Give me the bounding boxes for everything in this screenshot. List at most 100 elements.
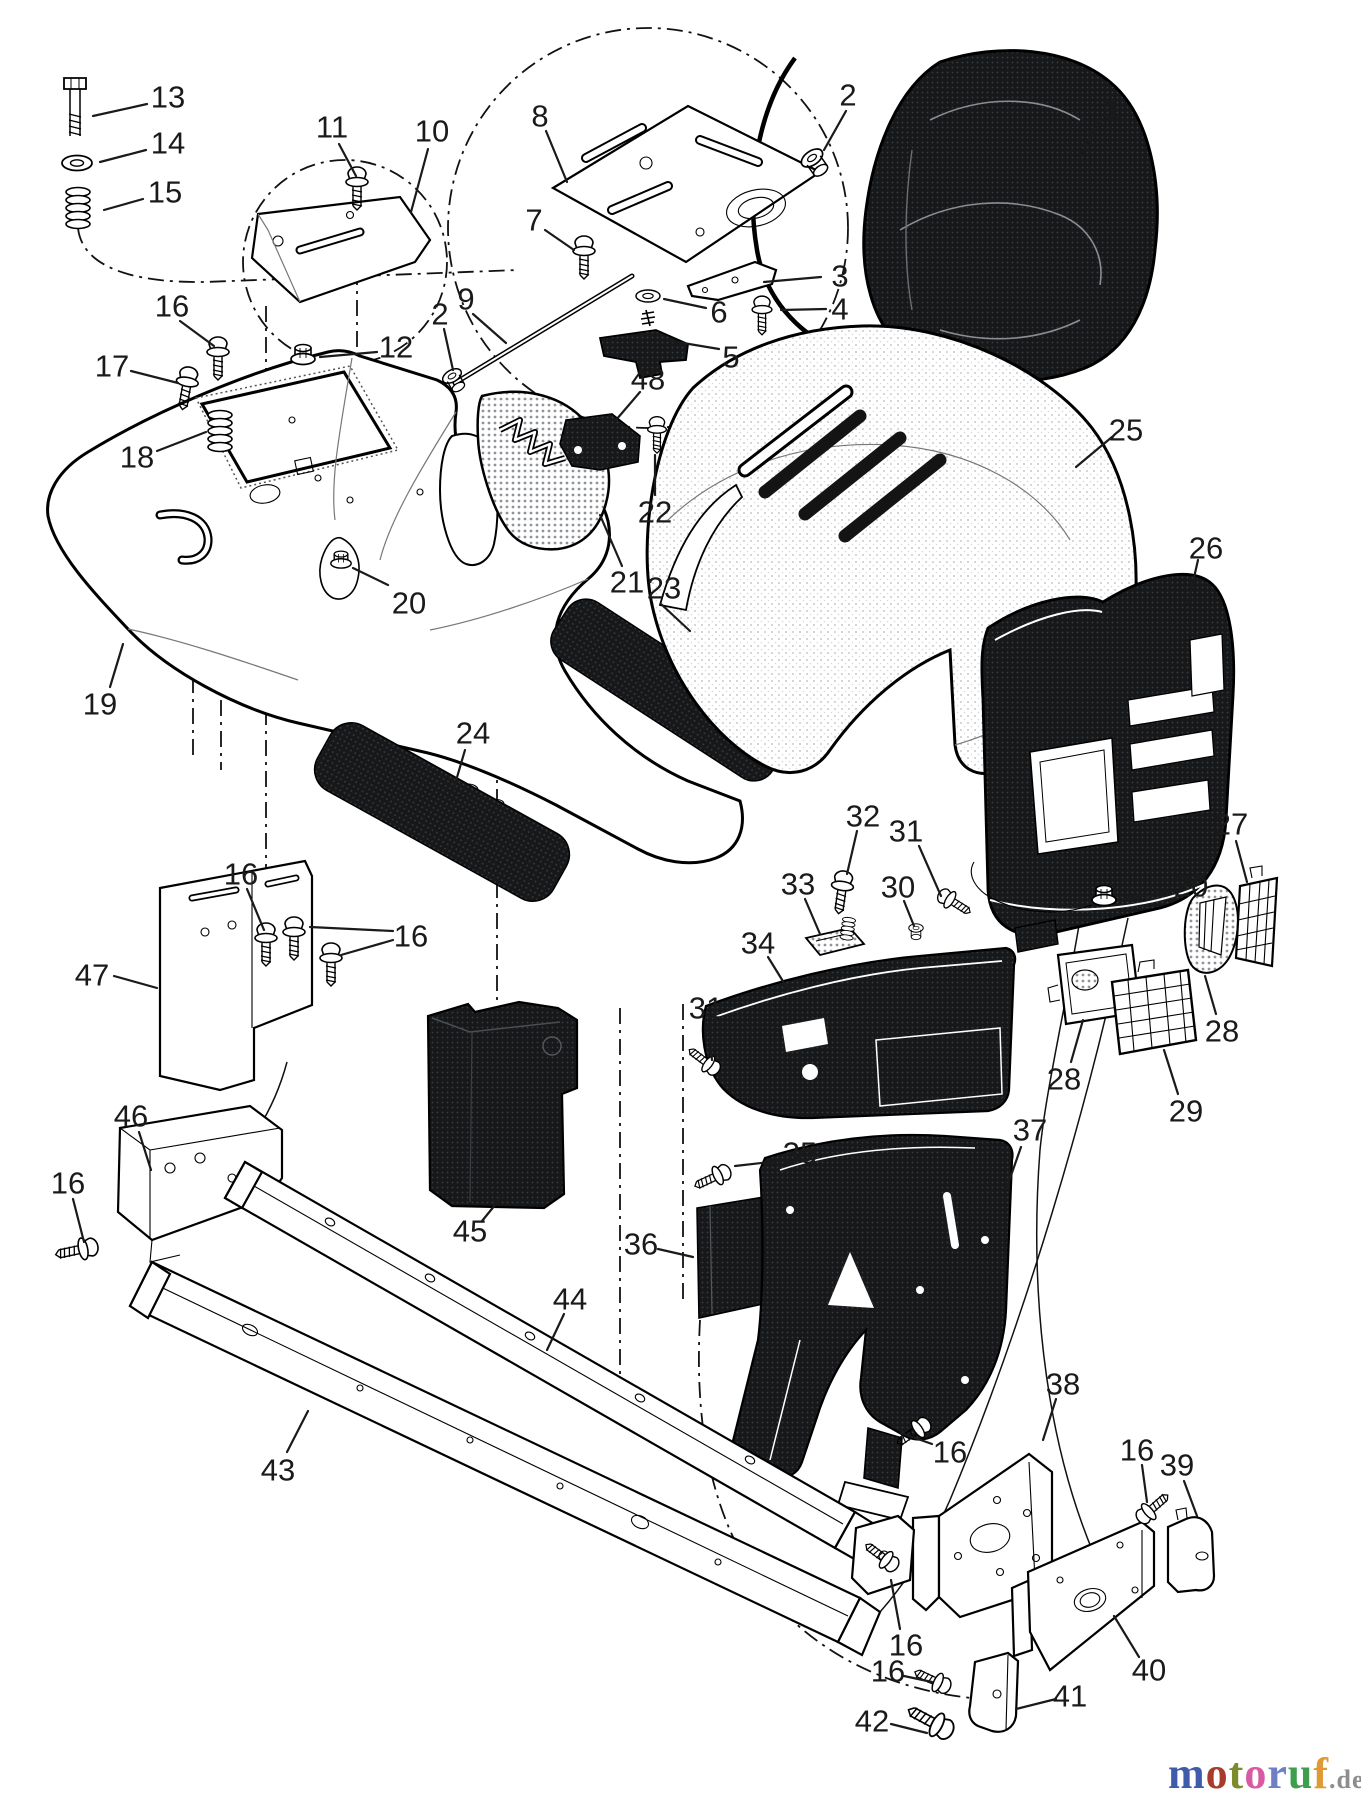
leader-line <box>178 319 216 348</box>
screw-7 <box>572 235 596 280</box>
leader-line <box>409 147 430 214</box>
leader-line <box>1234 839 1249 884</box>
leader-line <box>318 350 379 359</box>
leader-line <box>845 829 859 876</box>
leader-line <box>1069 1018 1085 1064</box>
watermark-suffix: .de <box>1328 1765 1361 1794</box>
part-label-33: 33 <box>781 867 815 902</box>
retainer-part-48 <box>559 413 641 471</box>
bolt-13 <box>63 77 87 137</box>
washer-14 <box>61 154 93 172</box>
part-label-7: 7 <box>525 203 542 238</box>
part-label-31: 31 <box>889 814 923 849</box>
leader-line <box>662 297 708 310</box>
leader-line <box>339 938 395 957</box>
part-label-11: 11 <box>316 110 348 145</box>
bracket-small-rear <box>850 1514 916 1596</box>
watermark-letter: m <box>1168 1749 1206 1798</box>
bracket-part-47 <box>158 859 314 1092</box>
leader-line <box>544 129 569 184</box>
leader-line <box>1140 1463 1149 1504</box>
leader-line <box>803 897 822 936</box>
part-label-6: 6 <box>710 295 727 330</box>
bracket-part-39 <box>1166 1507 1216 1594</box>
part-label-48: 48 <box>631 362 665 397</box>
part-label-5: 5 <box>722 340 739 375</box>
dash-part-34 <box>701 946 1017 1120</box>
part-label-34: 34 <box>741 926 775 961</box>
screw-35 <box>689 1160 735 1196</box>
nut-20-grille <box>1091 884 1117 907</box>
leader-line <box>614 390 642 422</box>
leader-line <box>1182 1479 1199 1518</box>
part-label-20: 20 <box>392 586 426 621</box>
part-label-17: 17 <box>95 349 129 384</box>
screw-16-bottom <box>909 1662 955 1698</box>
spacer-30 <box>908 923 924 941</box>
frame-rail-part-43 <box>128 1260 882 1657</box>
watermark-letter: f <box>1313 1749 1329 1798</box>
part-label-20: 20 <box>1174 869 1208 904</box>
grille-part-26 <box>970 573 1236 953</box>
leader-line <box>899 1431 934 1446</box>
part-label-9: 9 <box>457 282 474 317</box>
leader-line <box>245 887 266 932</box>
leader-line <box>656 1247 695 1259</box>
key-plate-part-33 <box>804 927 866 957</box>
part-label-37: 37 <box>1013 1113 1047 1148</box>
watermark-letter: o <box>1244 1749 1268 1798</box>
part-label-2: 2 <box>839 78 856 113</box>
leader-line <box>129 369 180 385</box>
leader-line <box>543 228 576 252</box>
part-label-18: 18 <box>120 440 154 475</box>
part-label-24: 24 <box>456 716 490 751</box>
part-label-4: 4 <box>831 292 848 327</box>
part-label-16: 16 <box>224 857 258 892</box>
leader-line <box>1162 1048 1180 1096</box>
part-label-2: 2 <box>431 297 448 332</box>
part-label-36: 36 <box>624 1227 658 1262</box>
watermark-letter: t <box>1228 1749 1245 1798</box>
leader-line <box>917 844 943 898</box>
leader-line <box>108 642 125 689</box>
leader-line <box>1014 1697 1058 1711</box>
spring-15 <box>65 186 91 230</box>
leader-line <box>889 1722 929 1735</box>
leader-line <box>1041 1397 1058 1442</box>
screw-16-near39 <box>1131 1486 1175 1529</box>
leader-line <box>766 955 791 993</box>
part-label-3: 3 <box>831 259 848 294</box>
leader-line <box>822 109 848 152</box>
leader-line <box>351 566 390 587</box>
screw-31-upper <box>933 884 976 922</box>
leader-line <box>451 748 467 793</box>
part-label-10: 10 <box>415 114 449 149</box>
part-label-13: 13 <box>151 80 185 115</box>
leader-line <box>112 974 159 990</box>
leader-line <box>102 197 145 212</box>
washer-6 <box>635 289 661 303</box>
seat-plate-part-8 <box>550 104 823 264</box>
leader-line <box>1074 435 1114 469</box>
leader-line <box>337 142 358 178</box>
spring-18 <box>207 409 233 453</box>
nut-12 <box>290 343 316 366</box>
leader-line <box>1005 1145 1023 1189</box>
headlight-housing-part-27 <box>1183 884 1239 974</box>
leader-line <box>659 602 692 633</box>
part-label-28: 28 <box>1047 1062 1081 1097</box>
leader-line <box>480 1192 506 1223</box>
leader-line <box>889 1578 902 1631</box>
knob-part-5 <box>598 309 689 380</box>
part-label-42: 42 <box>855 1704 889 1739</box>
leader-line <box>308 925 395 933</box>
leader-line <box>1186 558 1200 606</box>
part-label-23: 23 <box>647 571 681 606</box>
part-label-39: 39 <box>1160 1448 1194 1483</box>
dash-support-part-37 <box>730 1133 1014 1522</box>
watermark-logo: motoruf.de <box>1168 1748 1361 1799</box>
part-label-16: 16 <box>155 289 189 324</box>
leader-line <box>71 1197 86 1244</box>
